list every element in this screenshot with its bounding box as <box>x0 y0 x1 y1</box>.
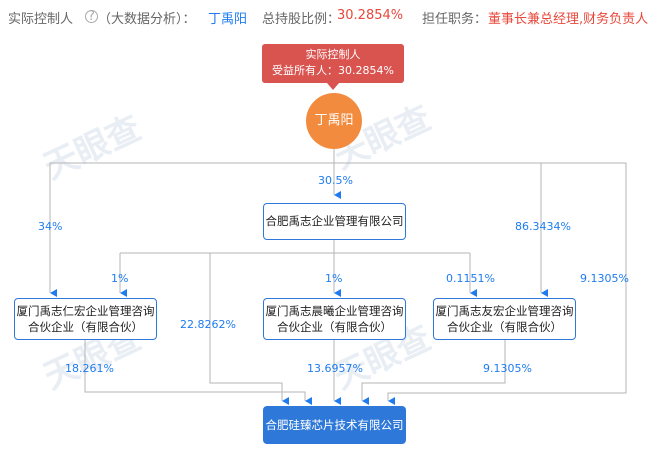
tag-pointer <box>327 83 339 90</box>
tag-title: 实际控制人 <box>305 48 361 61</box>
tag-ratio: 受益所有人：30.2854% <box>272 64 394 77</box>
partnership-node-youhong[interactable]: 厦门禹志友宏企业管理咨询 合伙企业（有限合伙） <box>433 298 576 340</box>
company-node-mgmt[interactable]: 合肥禹志企业管理有限公司 <box>263 203 406 240</box>
partnership-node-renhong[interactable]: 厦门禹志仁宏企业管理咨询 合伙企业（有限合伙） <box>14 298 157 340</box>
edge-label-renhong-target: 18.261% <box>65 362 114 375</box>
edge-label-mgmt-youhong: 0.1151% <box>446 272 495 285</box>
edge-label-mgmt-renhong: 1% <box>111 272 129 285</box>
node-name-line1: 厦门禹志友宏企业管理咨询 <box>435 304 574 318</box>
edge-label-mgmt-chenxi: 1% <box>325 272 343 285</box>
edge-label-chenxi-target: 13.6957% <box>307 362 363 375</box>
edge-label-person-youhong: 86.3434% <box>515 220 571 233</box>
help-icon[interactable]: ? <box>85 10 98 23</box>
position-value: 董事长兼总经理,财务负责人 <box>488 12 649 27</box>
node-name-line2: 合伙企业（有限合伙） <box>447 320 562 334</box>
target-company-node[interactable]: 合肥硅臻芯片技术有限公司 <box>263 406 406 444</box>
edge-label-youhong-target: 9.1305% <box>483 362 532 375</box>
controller-label: 实际控制人 <box>8 12 74 27</box>
controller-hint: （大数据分析）： <box>98 12 196 27</box>
edge-label-person-mgmt: 30.5% <box>318 174 353 187</box>
position-label: 担任职务： <box>422 12 488 27</box>
node-name-line2: 合伙企业（有限合伙） <box>277 320 392 334</box>
beneficial-owner-tag: 实际控制人 受益所有人：30.2854% <box>262 44 404 83</box>
node-name-line1: 厦门禹志仁宏企业管理咨询 <box>16 304 155 318</box>
ratio-value: 30.2854% <box>337 8 404 23</box>
node-name-line1: 厦门禹志晨曦企业管理咨询 <box>265 304 404 318</box>
node-name-line2: 合伙企业（有限合伙） <box>28 320 143 334</box>
edge-label-person-renhong: 34% <box>38 220 63 233</box>
partnership-node-chenxi[interactable]: 厦门禹志晨曦企业管理咨询 合伙企业（有限合伙） <box>263 298 406 340</box>
controller-name-link[interactable]: 丁禹阳 <box>208 12 248 27</box>
controller-summary-bar: 实际控制人 ? （大数据分析）： 丁禹阳 总持股比例： 30.2854% 担任职… <box>0 0 660 34</box>
ratio-label: 总持股比例： <box>262 12 341 27</box>
person-node[interactable]: 丁禹阳 <box>306 93 362 149</box>
edge-label-mgmt-target: 22.8262% <box>180 318 236 331</box>
edge-label-person-target: 9.1305% <box>580 272 629 285</box>
